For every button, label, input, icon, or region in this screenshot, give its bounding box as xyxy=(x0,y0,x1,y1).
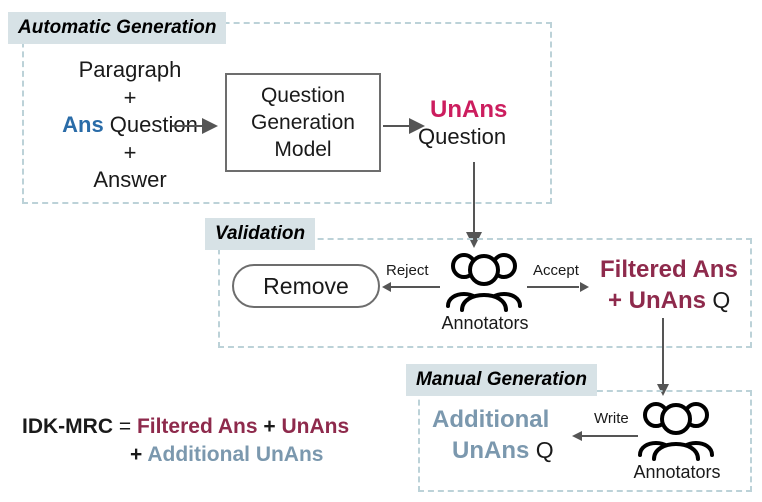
section-label-validation: Validation xyxy=(205,218,316,250)
question-generation-model-box: Question Generation Model xyxy=(225,73,381,172)
formula-plus-1: + xyxy=(263,415,276,438)
validation-container xyxy=(218,238,752,348)
people-group-icon xyxy=(638,402,714,461)
arrow-filtered-to-manual xyxy=(657,318,669,396)
annotators-caption-validation: Annotators xyxy=(441,313,529,333)
remove-box: Remove xyxy=(232,264,380,308)
section-label-automatic-generation: Automatic Generation xyxy=(8,12,227,44)
output-question-text: Question xyxy=(418,124,507,149)
input-plus-2: + xyxy=(123,140,137,165)
formula-equals: = xyxy=(118,415,132,438)
manual-output-unans: UnAns xyxy=(452,437,530,464)
manual-output-line-1: Additional xyxy=(432,406,550,433)
input-answer: Answer xyxy=(93,167,167,192)
arrow-accept xyxy=(527,282,589,292)
model-line-3: Model xyxy=(274,138,332,161)
arrow-unans-to-annotators xyxy=(466,162,482,248)
write-label: Write xyxy=(594,410,629,427)
formula-term-1: Filtered Ans xyxy=(136,415,258,438)
validation-output-line-2: + UnAns Q xyxy=(608,286,730,315)
automatic-generation-container xyxy=(22,22,552,204)
validation-output-line-1: Filtered Ans xyxy=(600,256,738,283)
annotators-caption-manual: Annotators xyxy=(633,462,721,482)
people-group-icon xyxy=(446,253,522,312)
input-ans-highlight: Ans xyxy=(62,112,104,137)
formula-plus-2: + xyxy=(130,443,143,466)
input-question-text: Question xyxy=(103,112,198,137)
model-line-1: Question xyxy=(260,84,346,107)
manual-output-line-2: UnAns Q xyxy=(452,436,554,465)
arrow-write xyxy=(572,431,638,441)
idk-mrc-formula-line-2: + Additional UnAns xyxy=(130,440,323,470)
output-unans-highlight: UnAns xyxy=(430,96,508,123)
arrow-model-to-unans xyxy=(383,118,425,134)
formula-term-2: UnAns xyxy=(281,415,350,438)
manual-output-q: Q xyxy=(529,437,554,463)
arrow-input-to-model xyxy=(172,118,218,134)
formula-term-3: Additional UnAns xyxy=(147,443,324,466)
input-plus-1: + xyxy=(123,85,137,110)
reject-label: Reject xyxy=(386,262,429,279)
input-ans-question: Ans Question xyxy=(25,112,235,138)
section-label-manual-generation: Manual Generation xyxy=(406,364,598,396)
input-paragraph: Paragraph xyxy=(78,57,182,82)
arrow-reject xyxy=(382,282,440,292)
validation-output-unans: + UnAns xyxy=(608,287,707,314)
validation-output-q: Q xyxy=(706,287,731,313)
formula-name: IDK-MRC xyxy=(22,415,113,438)
idk-mrc-formula-line-1: IDK-MRC = Filtered Ans + UnAns xyxy=(22,412,349,442)
accept-label: Accept xyxy=(533,262,579,279)
model-line-2: Generation xyxy=(251,111,355,134)
